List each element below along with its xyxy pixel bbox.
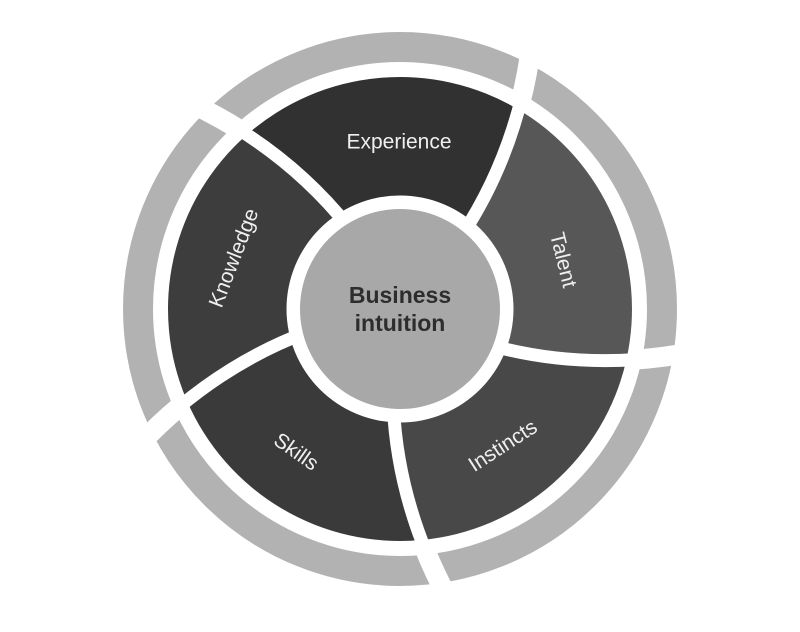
segment-label-experience: Experience <box>346 131 451 154</box>
ring-gap <box>414 542 459 606</box>
segment-divider <box>232 122 354 231</box>
wheel-geometry <box>123 32 695 606</box>
center-label-line2: intuition <box>355 310 446 336</box>
ring-gap <box>184 92 248 140</box>
center-label-line1: Business <box>349 282 451 308</box>
segment-divider <box>386 405 432 555</box>
segment-talent <box>470 109 632 361</box>
ring-gap <box>631 342 695 370</box>
segment-divider <box>456 95 529 239</box>
segment-skills <box>186 338 422 541</box>
center-circle <box>300 209 500 409</box>
segment-divider <box>173 326 309 414</box>
outer-ring <box>123 32 677 586</box>
center-label: Business intuition <box>349 282 451 336</box>
segment-knowledge <box>168 134 339 401</box>
ring-gap <box>510 42 542 107</box>
segment-divider <box>488 338 640 368</box>
ring-gap <box>130 396 189 454</box>
segment-instincts <box>394 349 627 540</box>
